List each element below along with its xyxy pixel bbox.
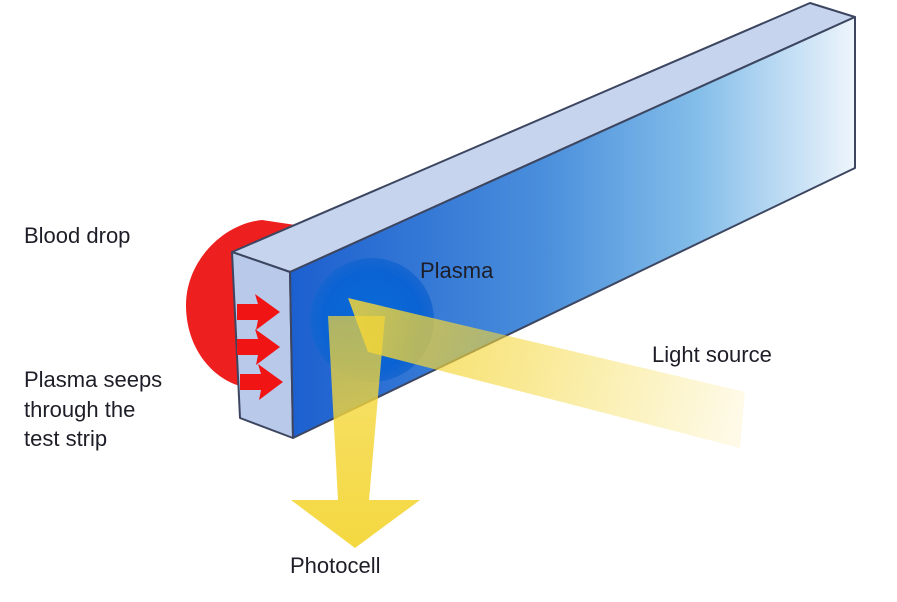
seep-arrow	[240, 364, 283, 400]
label-blood-drop: Blood drop	[24, 223, 130, 248]
label-plasma-seeps-line-3: test strip	[24, 426, 107, 451]
seep-arrow	[237, 294, 280, 330]
light-beam-reflected	[291, 316, 420, 548]
label-plasma: Plasma	[420, 258, 494, 283]
light-beam-incoming	[348, 298, 745, 448]
label-plasma-seeps-line-1: Plasma seeps	[24, 367, 162, 392]
label-plasma-seeps-line-2: through the	[24, 397, 135, 422]
label-photocell: Photocell	[290, 553, 381, 578]
seep-arrow	[237, 329, 280, 365]
label-light-source: Light source	[652, 342, 772, 367]
seep-arrows	[237, 294, 283, 400]
